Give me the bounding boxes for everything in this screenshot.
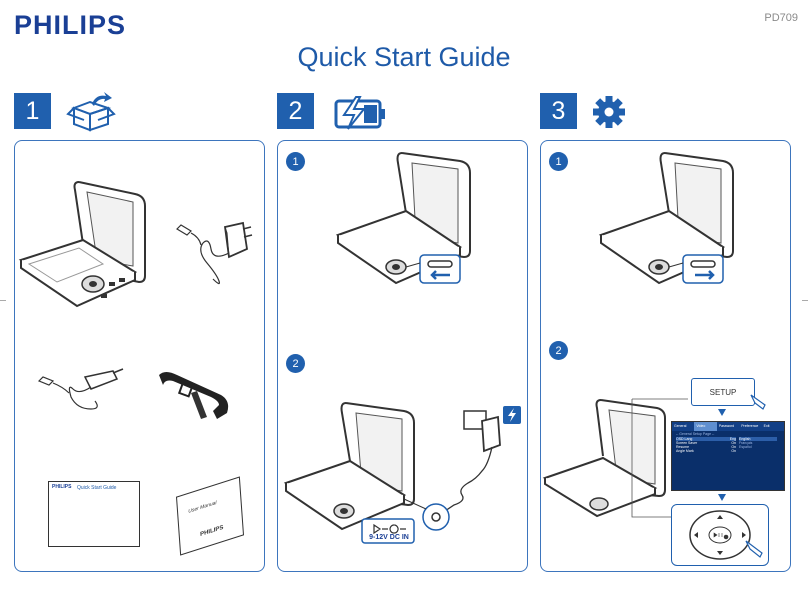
battery-charge-icon (332, 95, 388, 136)
carry-strap-illustration (155, 367, 235, 432)
menu-option[interactable]: Español (739, 445, 752, 449)
menu-header: -- General Setup Page -- (676, 432, 715, 436)
menu-tab-general[interactable]: General (674, 424, 687, 428)
crop-mark-left (0, 300, 6, 301)
dvd-player-charging-illustration (283, 399, 526, 554)
menu-tab-video[interactable]: Video (694, 422, 717, 431)
menu-tab-password[interactable]: Password (718, 424, 735, 428)
setup-menu-screen: General Video Password Preference Exit -… (671, 421, 785, 491)
booklet-title: Quick Start Guide (77, 485, 117, 491)
car-adapter-illustration (35, 363, 125, 428)
menu-option[interactable]: English (739, 437, 777, 441)
panel-step-3: 1 2 SETUP (540, 140, 791, 572)
connector-lines (631, 398, 688, 518)
brand-logo: PHILIPS (14, 10, 127, 40)
substep-3-1: 1 (549, 152, 568, 171)
step-2-number: 2 (277, 93, 314, 129)
setup-button[interactable]: SETUP (691, 378, 755, 406)
quick-start-booklet: PHILIPS Quick Start Guide (48, 481, 140, 547)
user-manual-booklet: User Manual PHILIPS (175, 476, 245, 556)
menu-tab-exit[interactable]: Exit (763, 424, 770, 428)
dvd-player-open-illustration (335, 151, 516, 296)
pointer-hand-icon (750, 394, 766, 410)
panel-step-1: PHILIPS Quick Start Guide User Manual PH… (14, 140, 265, 572)
dvd-player-power-illustration (598, 151, 779, 296)
ac-adapter-illustration (173, 219, 253, 294)
lightning-icon (503, 406, 521, 424)
nav-pad-panel (671, 504, 769, 566)
step-3-number: 3 (540, 93, 577, 129)
model-number: PD709 (764, 12, 798, 24)
crop-mark-right (802, 300, 808, 301)
arrow-down-icon (718, 409, 726, 416)
panel-step-2: 1 2 (277, 140, 528, 572)
step-1-number: 1 (14, 93, 51, 129)
dvd-player-setup-illustration (542, 396, 675, 521)
substep-2-1: 1 (286, 152, 305, 171)
manual-title: User Manual (188, 499, 217, 515)
booklet-brand: PHILIPS (52, 484, 72, 490)
manual-brand: PHILIPS (199, 524, 224, 539)
menu-option[interactable]: Français (739, 441, 753, 445)
dvd-player-illustration (17, 176, 167, 311)
substep-2-2: 2 (286, 354, 305, 373)
dc-in-label: 9-12V DC IN (369, 534, 409, 541)
substep-3-2: 2 (549, 341, 568, 360)
menu-tab-preference[interactable]: Preference (741, 424, 759, 428)
box-icon (66, 92, 116, 137)
page-title: Quick Start Guide (297, 42, 511, 72)
gear-icon (592, 95, 626, 134)
arrow-down-icon (718, 494, 726, 501)
